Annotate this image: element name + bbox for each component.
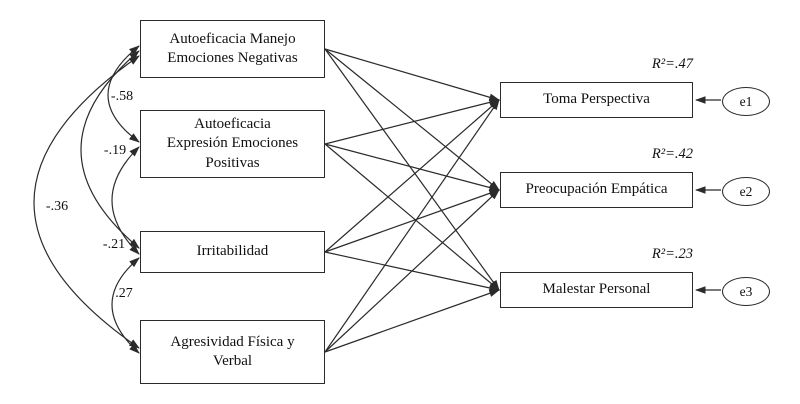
error-term-2: e2: [722, 177, 770, 206]
correlation-label-4: -.21: [102, 237, 126, 252]
correlation-label-2: -.19: [103, 143, 127, 158]
r-squared-label-2: R²=.42: [651, 146, 693, 162]
error-arrows: [694, 96, 721, 294]
r-squared-label-1: R²=.47: [651, 56, 693, 72]
covariance-arcs: [33, 45, 140, 354]
covariance-arc-1-2: [107, 45, 140, 143]
path-arrow: [324, 143, 500, 291]
error-term-label: e1: [739, 93, 753, 109]
correlation-label-1: -.58: [110, 89, 134, 104]
path-arrow: [324, 189, 501, 253]
covariance-arc-3-4: [111, 257, 140, 354]
path-arrow: [324, 289, 501, 353]
predictor-box-irritability: Irritabilidad: [140, 231, 325, 273]
path-arrow: [324, 98, 501, 145]
covariance-arc-1-3: [80, 50, 140, 249]
predictor-box-aggression: Agresividad Física y Verbal: [140, 320, 325, 384]
correlation-label-5: .27: [115, 286, 133, 301]
path-arrow: [324, 99, 500, 353]
regression-paths: [324, 48, 501, 353]
path-arrow: [324, 189, 500, 353]
correlation-label-3: -.36: [45, 199, 69, 214]
path-arrow: [324, 48, 500, 291]
predictor-label: Autoeficacia Expresión Emociones Positiv…: [166, 115, 299, 171]
outcome-label: Toma Perspectiva: [543, 91, 650, 108]
path-arrow: [324, 99, 500, 253]
covariance-arc-2-3: [111, 146, 140, 255]
predictor-box-positive-emotion-expression-selfefficacy: Autoeficacia Expresión Emociones Positiv…: [140, 110, 325, 178]
error-term-label: e3: [739, 283, 753, 299]
error-term-1: e1: [722, 87, 770, 116]
covariance-arc-1-4: [33, 55, 140, 349]
predictor-label: Autoeficacia Manejo Emociones Negativas: [167, 30, 298, 67]
outcome-box-personal-distress: Malestar Personal: [500, 272, 693, 308]
outcome-label: Preocupación Empática: [525, 181, 668, 198]
outcome-box-empathic-concern: Preocupación Empática: [500, 172, 693, 208]
path-arrow: [324, 48, 501, 101]
predictor-box-negative-emotion-selfefficacy: Autoeficacia Manejo Emociones Negativas: [140, 20, 325, 78]
r-squared-label-3: R²=.23: [651, 246, 693, 262]
predictor-label: Agresividad Física y Verbal: [170, 333, 295, 370]
outcome-label: Malestar Personal: [542, 281, 651, 298]
path-arrow: [324, 48, 500, 191]
outcome-box-perspective-taking: Toma Perspectiva: [500, 82, 693, 118]
predictor-label: Irritabilidad: [196, 243, 269, 260]
error-term-3: e3: [722, 277, 770, 306]
path-arrow: [324, 143, 501, 192]
error-term-label: e2: [739, 183, 753, 199]
